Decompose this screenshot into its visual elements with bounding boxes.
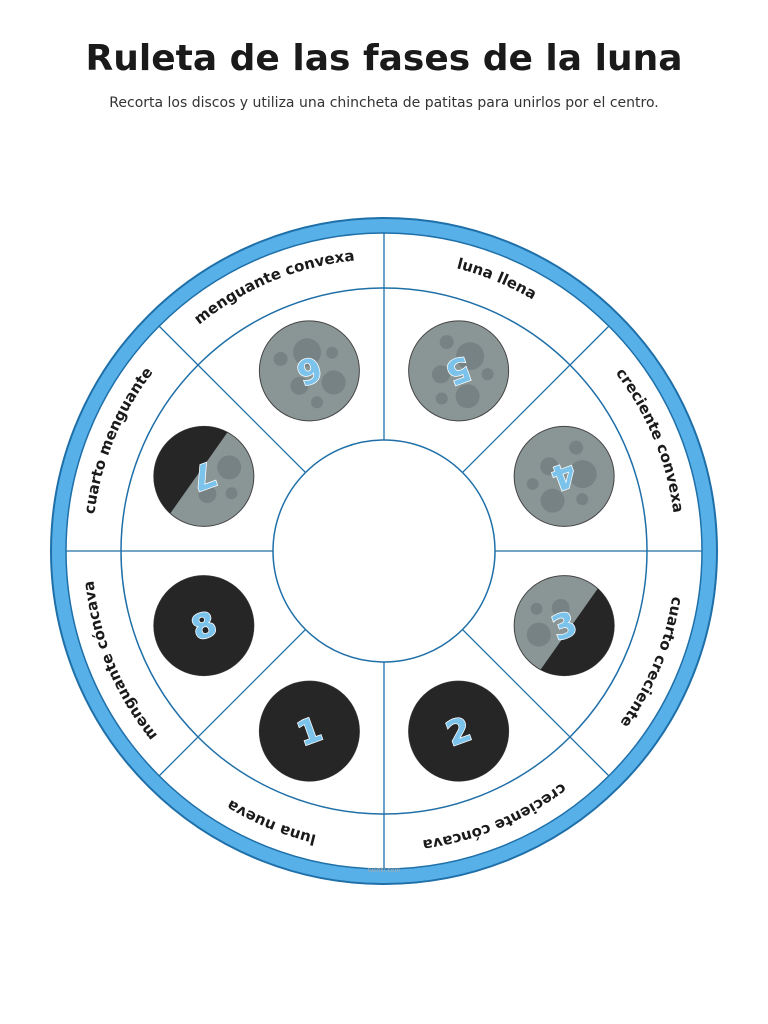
moon-phase-6: 6 [258,305,364,422]
watermark: twinkl.com [368,867,401,874]
moon-phase-7: 7 [138,411,255,527]
moon-phase-5: 5 [408,320,510,422]
moon-craters [431,335,494,409]
moon-number: 6 [291,347,327,393]
moon-phase-3: 3 [513,575,630,691]
moon-shadow [244,665,375,797]
center-circle [272,439,496,663]
moon-phase-1: 1 [244,665,375,797]
moon-shadow [138,411,228,516]
moon-shadow [138,570,264,691]
moon-shadow [540,586,630,691]
moon-phase-8: 8 [138,570,264,691]
moon-craters [273,338,346,409]
page-subtitle: Recorta los discos y utiliza una chinche… [109,95,659,111]
moon-disc [408,320,510,422]
moon-craters [526,440,597,513]
page-title: Ruleta de las fases de la luna [85,38,683,79]
